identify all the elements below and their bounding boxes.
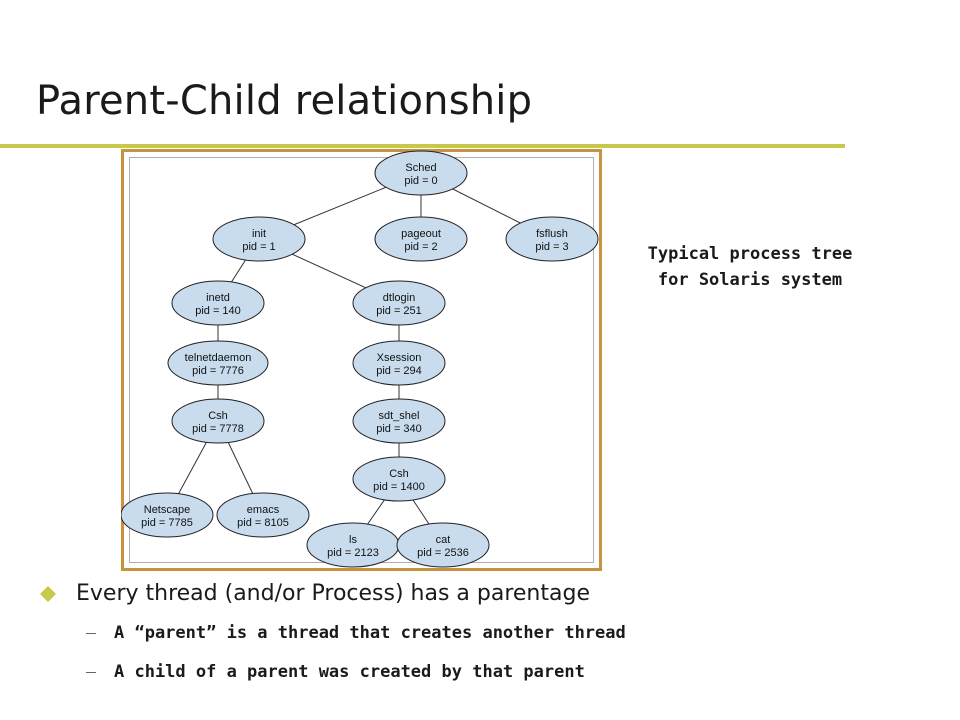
process-name: ls [349,534,357,546]
process-pid: pid = 3 [535,241,568,253]
process-pid: pid = 8105 [237,517,289,529]
sub-item-1: A “parent” is a thread that creates anot… [86,623,626,643]
process-pid: pid = 0 [404,175,437,187]
title-underline [0,144,845,148]
diagram-caption: Typical process tree for Solaris system [620,241,880,293]
process-pid: pid = 251 [376,305,422,317]
process-name: fsflush [536,228,568,240]
process-node-shape [171,398,265,444]
process-name: Xsession [377,352,422,364]
process-pid: pid = 1 [242,241,275,253]
process-name: Netscape [144,504,190,516]
process-node-shape [171,280,265,326]
caption-line-1: Typical process tree [647,244,853,264]
caption-line-2: for Solaris system [657,270,843,290]
process-node-shape [212,216,306,262]
process-node-shape [352,398,446,444]
process-pid: pid = 2123 [327,547,379,559]
process-name: emacs [247,504,280,516]
sub-item-2: A child of a parent was created by that … [86,662,585,682]
process-name: dtlogin [383,292,415,304]
process-pid: pid = 340 [376,423,422,435]
process-pid: pid = 140 [195,305,241,317]
process-node-shape [374,150,468,196]
slide-title: Parent-Child relationship [36,78,533,124]
process-name: Csh [389,468,409,480]
process-pid: pid = 7778 [192,423,244,435]
process-pid: pid = 2 [404,241,437,253]
process-pid: pid = 7785 [141,517,193,529]
process-node-shape [167,340,269,386]
process-node-shape [396,522,490,568]
process-node-shape [216,492,310,538]
process-node-shape [352,340,446,386]
diamond-bullet-icon [40,585,56,602]
process-name: Sched [405,162,436,174]
bullet-item: Every thread (and/or Process) has a pare… [40,581,590,606]
process-name: inetd [206,292,230,304]
process-pid: pid = 2536 [417,547,469,559]
process-name: pageout [401,228,441,240]
process-node-shape [352,280,446,326]
process-name: sdt_shel [379,410,420,422]
sub-item-1-text: A “parent” is a thread that creates anot… [114,623,626,643]
process-node-shape [121,492,214,538]
bullet-text: Every thread (and/or Process) has a pare… [76,581,590,606]
process-node-shape [352,456,446,502]
process-pid: pid = 294 [376,365,422,377]
process-name: telnetdaemon [185,352,252,364]
dash-icon [86,632,96,634]
process-name: cat [436,534,451,546]
dash-icon [86,671,96,673]
process-name: Csh [208,410,228,422]
process-node-shape [374,216,468,262]
sub-item-2-text: A child of a parent was created by that … [114,662,585,682]
process-node-shape [505,216,599,262]
process-name: init [252,228,266,240]
process-pid: pid = 7776 [192,365,244,377]
process-pid: pid = 1400 [373,481,425,493]
